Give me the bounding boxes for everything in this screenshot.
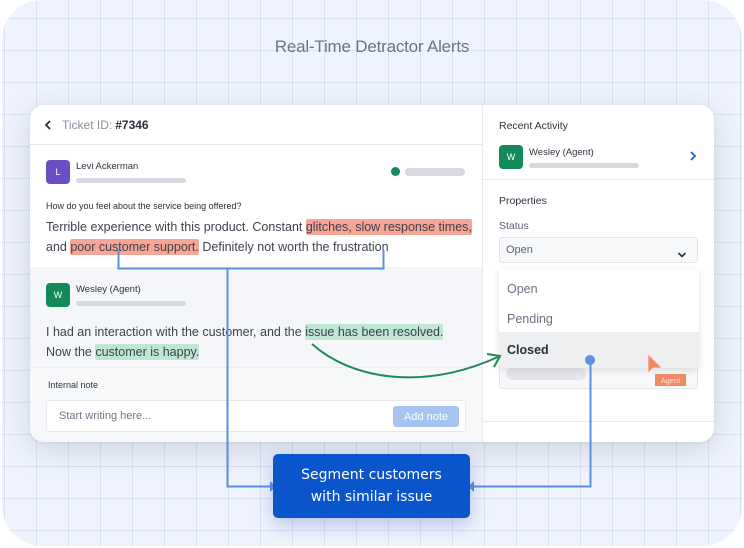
response-text: and — [46, 240, 71, 254]
avatar: W — [499, 145, 523, 169]
placeholder-bar — [529, 163, 639, 168]
avatar: L — [46, 160, 70, 184]
placeholder-bar — [76, 178, 186, 183]
ticket-header: Ticket ID: #7346 — [30, 105, 482, 145]
divider — [483, 421, 714, 422]
segment-customers-callout[interactable]: Segment customers with similar issue — [273, 454, 470, 518]
response-text: Definitely not worth the frustration — [198, 240, 389, 254]
avatar: W — [46, 283, 70, 307]
cursor-agent-tag: Agent — [655, 374, 686, 386]
chevron-down-icon — [677, 246, 687, 258]
internal-note-input[interactable]: Start writing here... Add note — [46, 400, 466, 432]
status-label: Status — [499, 220, 529, 232]
placeholder-bar — [76, 301, 186, 306]
customer-response: Terrible experience with this product. C… — [46, 217, 472, 257]
positive-highlight: customer is happy. — [95, 344, 200, 360]
chevron-left-icon[interactable] — [42, 119, 54, 131]
customer-message: L Levi Ackerman How do you feel about th… — [30, 146, 482, 267]
response-text: Now the — [46, 345, 96, 359]
response-text: Terrible experience with this product. C… — [46, 220, 306, 234]
note-placeholder: Start writing here... — [59, 410, 152, 422]
page-headline: Real-Time Detractor Alerts — [274, 37, 470, 56]
placeholder-bar — [405, 168, 465, 176]
ticket-id: #7346 — [115, 117, 149, 132]
status-option-open[interactable]: Open — [507, 282, 538, 296]
online-status-dot — [391, 167, 400, 176]
ticket-label: Ticket ID: — [62, 117, 113, 132]
properties-title: Properties — [499, 195, 547, 207]
agent-response: I had an interaction with the customer, … — [46, 322, 444, 362]
negative-highlight: poor customer support. — [70, 239, 199, 255]
chevron-right-icon[interactable] — [689, 149, 699, 161]
divider — [483, 179, 714, 180]
callout-line-2: with similar issue — [310, 489, 433, 505]
positive-highlight: issue has been resolved. — [305, 324, 444, 340]
agent-name: Wesley (Agent) — [76, 284, 141, 295]
internal-note-section: Internal note Start writing here... Add … — [30, 367, 482, 442]
mouse-cursor-icon — [647, 353, 663, 374]
activity-agent-name: Wesley (Agent) — [529, 147, 594, 158]
agent-message: W Wesley (Agent) I had an interaction wi… — [30, 267, 482, 367]
status-dropdown: Open Pending Closed — [499, 269, 699, 368]
recent-activity-title: Recent Activity — [499, 120, 568, 132]
survey-question: How do you feel about the service being … — [46, 201, 242, 211]
sidebar-pane: Recent Activity W Wesley (Agent) Propert… — [482, 105, 714, 442]
status-option-pending[interactable]: Pending — [507, 312, 553, 326]
customer-name: Levi Ackerman — [76, 161, 139, 172]
response-text: I had an interaction with the customer, … — [46, 325, 306, 339]
callout-line-1: Segment customers — [301, 467, 442, 483]
conversation-pane: Ticket ID: #7346 L Levi Ackerman How do … — [30, 105, 482, 442]
status-select[interactable]: Open — [499, 237, 698, 263]
negative-highlight: glitches, slow response times, — [305, 219, 472, 235]
ticket-card: Ticket ID: #7346 L Levi Ackerman How do … — [30, 105, 714, 442]
status-option-closed[interactable]: Closed — [499, 332, 699, 368]
internal-note-label: Internal note — [48, 380, 99, 390]
status-value: Open — [506, 244, 533, 256]
add-note-button[interactable]: Add note — [393, 406, 459, 427]
placeholder-bar — [506, 368, 586, 380]
